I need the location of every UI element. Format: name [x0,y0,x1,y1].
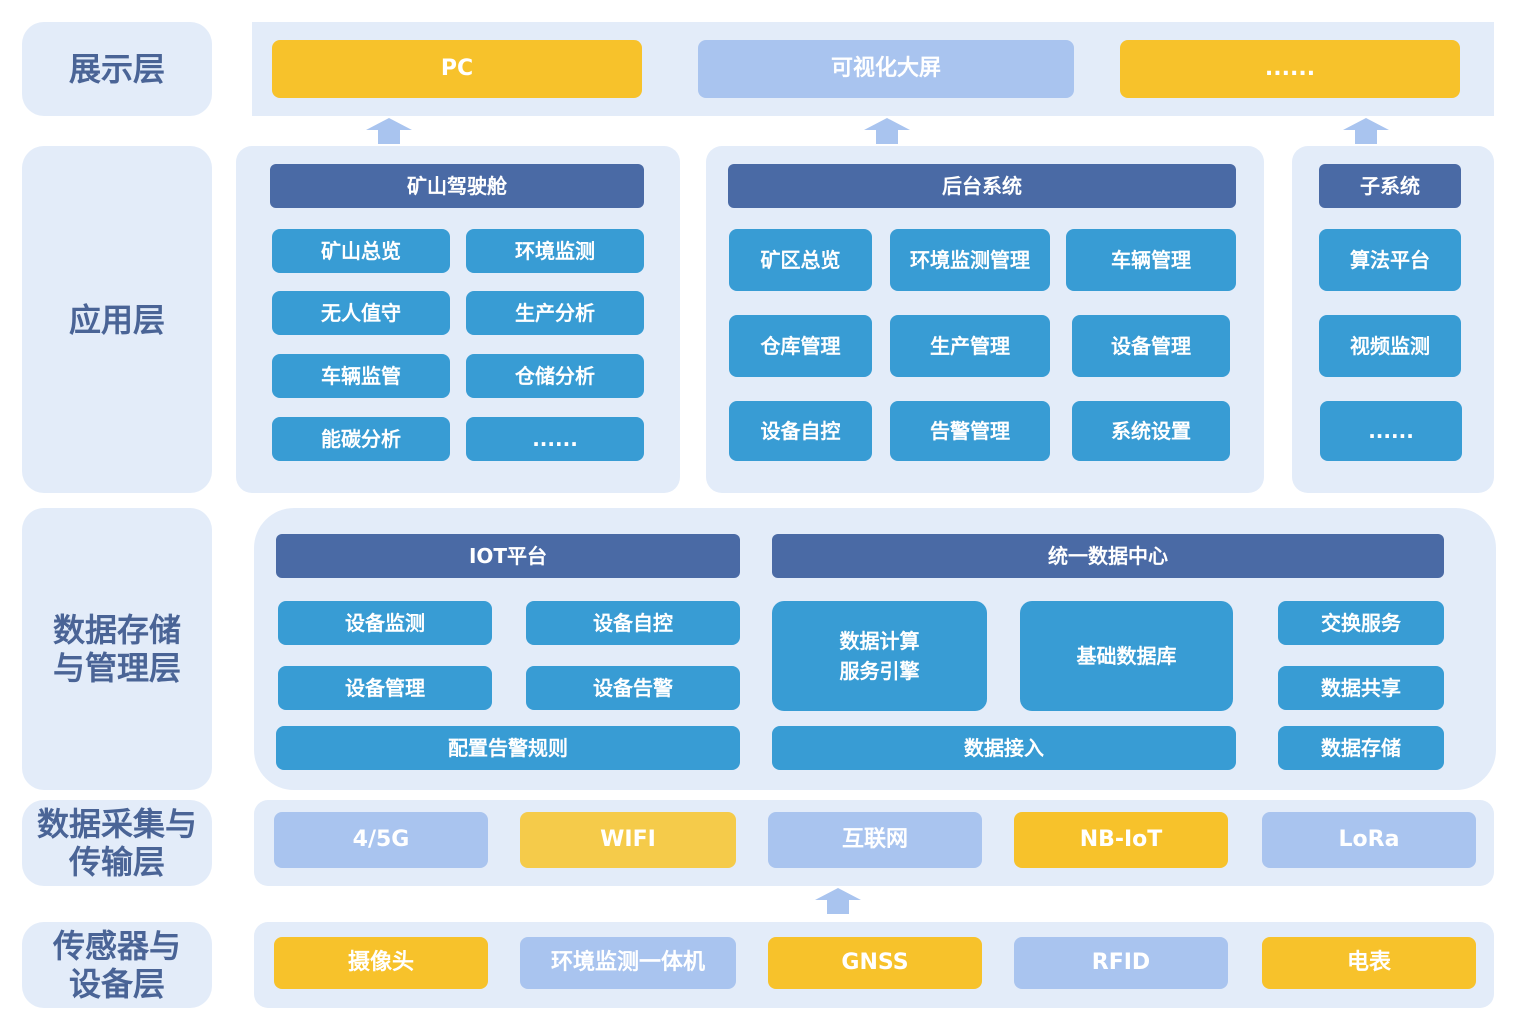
sensor-item: 摄像头 [274,937,488,989]
up-arrow-icon [366,118,412,144]
up-arrow-icon [864,118,910,144]
subsystem-title: 子系统 [1319,164,1461,208]
presentation-pc: PC [272,40,642,98]
backend-item: 系统设置 [1072,401,1230,461]
subsystem-item: 算法平台 [1319,229,1461,291]
data-access: 数据接入 [772,726,1236,770]
datacenter-title: 统一数据中心 [772,534,1444,578]
iot-platform-title: IOT平台 [276,534,740,578]
backend-item: 设备管理 [1072,315,1230,377]
storage-layer-label: 数据存储 与管理层 [22,508,212,790]
sensor-item: 环境监测一体机 [520,937,736,989]
sensor-item: GNSS [768,937,982,989]
presentation-layer-label: 展示层 [22,22,212,116]
backend-item: 环境监测管理 [890,229,1050,291]
iot-alert-rule: 配置告警规则 [276,726,740,770]
backend-item: 矿区总览 [729,229,872,291]
cockpit-item: 环境监测 [466,229,644,273]
up-arrow-icon [1343,118,1389,144]
cockpit-item: 无人值守 [272,291,450,335]
backend-item: 车辆管理 [1066,229,1236,291]
sensor-item: 电表 [1262,937,1476,989]
presentation-big-screen: 可视化大屏 [698,40,1074,98]
cockpit-item: 能碳分析 [272,417,450,461]
transmission-item: NB-IoT [1014,812,1228,868]
sensor-item: RFID [1014,937,1228,989]
transmission-layer-label: 数据采集与 传输层 [22,800,212,886]
backend-title: 后台系统 [728,164,1236,208]
sensor-layer-label: 传感器与 设备层 [22,922,212,1008]
cockpit-item: 仓储分析 [466,354,644,398]
iot-item: 设备监测 [278,601,492,645]
presentation-more: ...... [1120,40,1460,98]
compute-engine: 数据计算 服务引擎 [772,601,987,711]
transmission-item: 4/5G [274,812,488,868]
iot-item: 设备管理 [278,666,492,710]
iot-item: 设备告警 [526,666,740,710]
cockpit-item: 矿山总览 [272,229,450,273]
cockpit-item: ...... [466,417,644,461]
application-layer-label: 应用层 [22,146,212,493]
subsystem-item: ...... [1320,401,1462,461]
backend-item: 仓库管理 [729,315,872,377]
iot-item: 设备自控 [526,601,740,645]
transmission-item: 互联网 [768,812,982,868]
up-arrow-icon [815,888,861,914]
transmission-item: WIFI [520,812,736,868]
transmission-item: LoRa [1262,812,1476,868]
mine-cockpit-title: 矿山驾驶舱 [270,164,644,208]
backend-item: 设备自控 [729,401,872,461]
backend-item: 告警管理 [890,401,1050,461]
datacenter-side-item: 数据共享 [1278,666,1444,710]
cockpit-item: 车辆监管 [272,354,450,398]
base-database: 基础数据库 [1020,601,1233,711]
subsystem-item: 视频监测 [1319,315,1461,377]
backend-item: 生产管理 [890,315,1050,377]
datacenter-side-item: 数据存储 [1278,726,1444,770]
datacenter-side-item: 交换服务 [1278,601,1444,645]
cockpit-item: 生产分析 [466,291,644,335]
